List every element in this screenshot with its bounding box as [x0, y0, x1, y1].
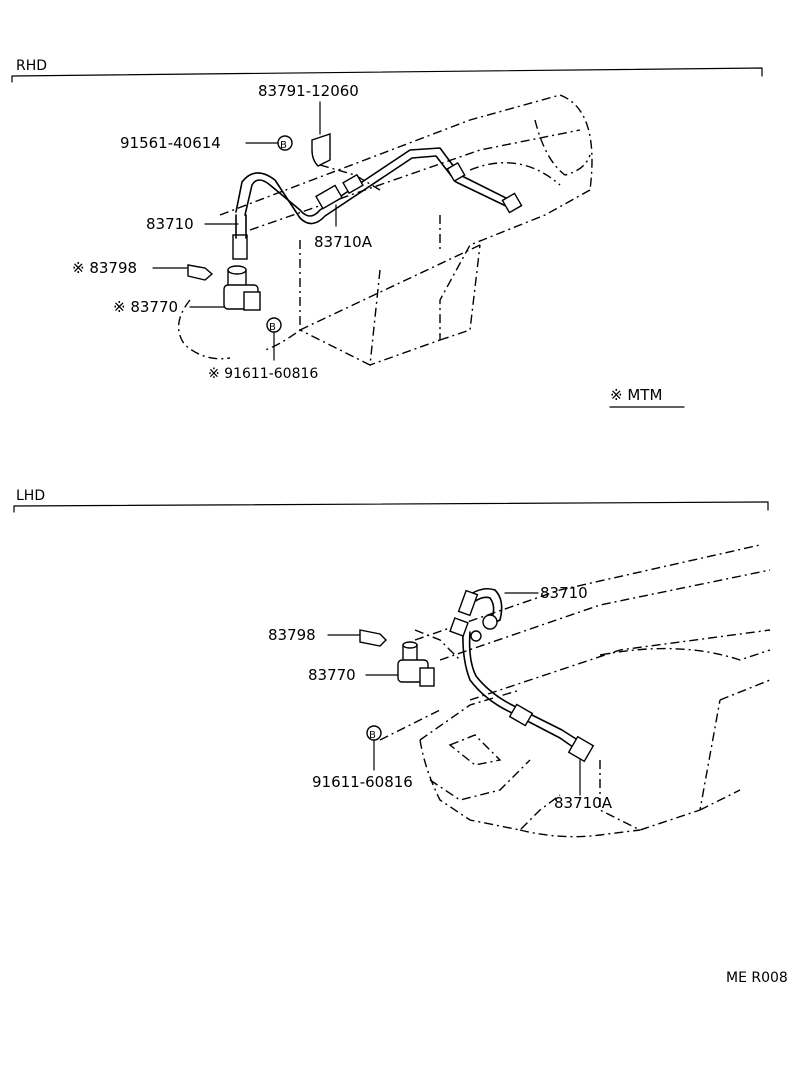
rhd-section-rule	[11, 67, 763, 83]
lhd-label-driven-gear: 83770	[308, 666, 356, 684]
lhd-label-clip: 83798	[268, 626, 316, 644]
lhd-speedometer-cable	[449, 587, 595, 763]
lhd-label-cable: 83710	[540, 584, 588, 602]
rhd-bolt-top: B	[277, 135, 293, 151]
rhd-label-cable: 83710	[146, 215, 194, 233]
lhd-clip	[359, 629, 387, 647]
rhd-label-driven-gear: ※ 83770	[113, 298, 178, 316]
lhd-leaders	[327, 592, 581, 796]
lhd-section: LHD	[13, 488, 771, 838]
lhd-label-cable-a: 83710A	[554, 794, 613, 812]
lhd-body-outline	[379, 544, 771, 838]
rhd-body-outline	[177, 94, 593, 367]
rhd-leaders	[152, 101, 685, 408]
rhd-driven-gear	[223, 265, 261, 311]
lhd-title: LHD	[16, 488, 45, 504]
rhd-section: RHD	[11, 58, 763, 408]
lhd-section-rule	[13, 501, 769, 513]
rhd-bolt-bottom: B	[266, 317, 282, 333]
rhd-speedometer-cable	[232, 147, 523, 260]
rhd-label-bracket: 83791-12060	[258, 82, 359, 100]
rhd-label-bolt-bottom: ※ 91611-60816	[208, 366, 318, 382]
lhd-driven-gear	[397, 641, 435, 687]
lhd-label-bolt: 91611-60816	[312, 773, 413, 791]
svg-text:B: B	[369, 730, 376, 741]
rhd-label-cable-a: 83710A	[314, 233, 373, 251]
rhd-bracket	[311, 133, 331, 167]
diagram-code: ME R008	[726, 970, 788, 986]
svg-text:B: B	[280, 140, 287, 151]
rhd-clip	[187, 264, 214, 281]
lhd-bolt: B	[366, 725, 382, 741]
svg-text:B: B	[269, 322, 276, 333]
rhd-label-bolt-top: 91561-40614	[120, 134, 221, 152]
rhd-note-mtm: ※ MTM	[610, 386, 662, 404]
rhd-title: RHD	[16, 58, 47, 74]
rhd-label-clip: ※ 83798	[72, 259, 137, 277]
